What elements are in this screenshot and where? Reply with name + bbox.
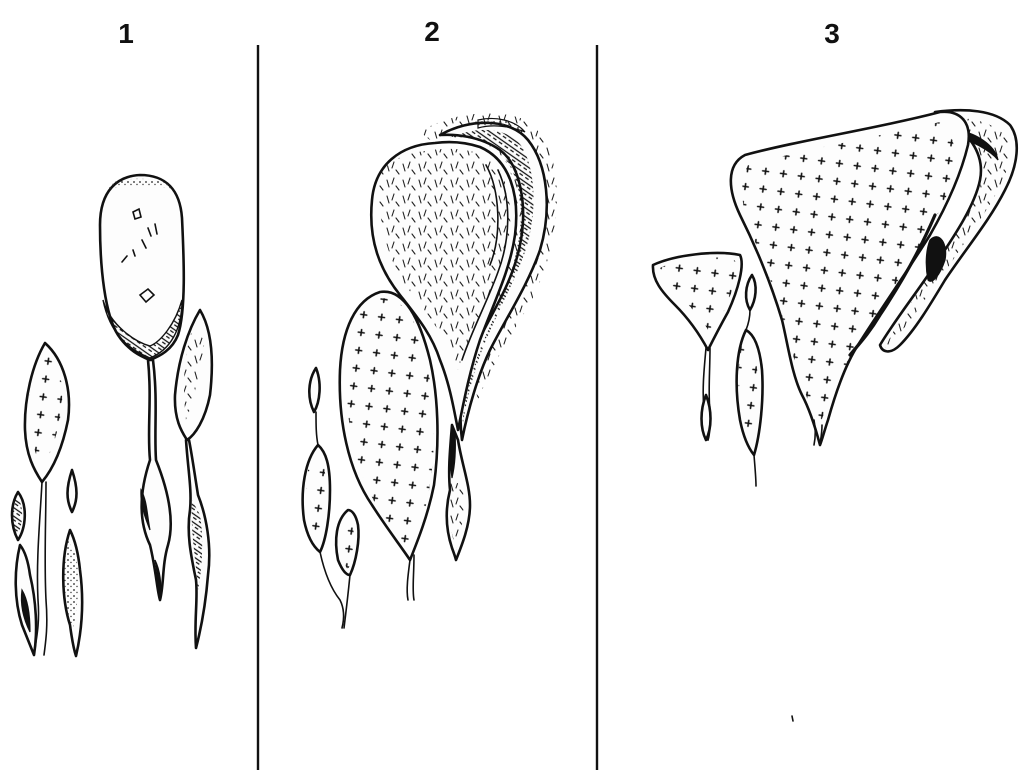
- panel-label-2: 2: [424, 16, 440, 47]
- panel-2-drawing: [303, 113, 557, 628]
- panel-1-dotted-pod: [68, 470, 77, 512]
- panel-label-1: 1: [118, 18, 134, 49]
- panel-1-drawing: [12, 175, 212, 656]
- panel-3-drawing: [653, 110, 1017, 721]
- panel-3-thin-pod-top: [746, 275, 756, 310]
- panel-2-small-pod-top: [309, 368, 319, 412]
- panel-3-funnel-lower: [702, 395, 711, 440]
- panel-label-3: 3: [824, 18, 840, 49]
